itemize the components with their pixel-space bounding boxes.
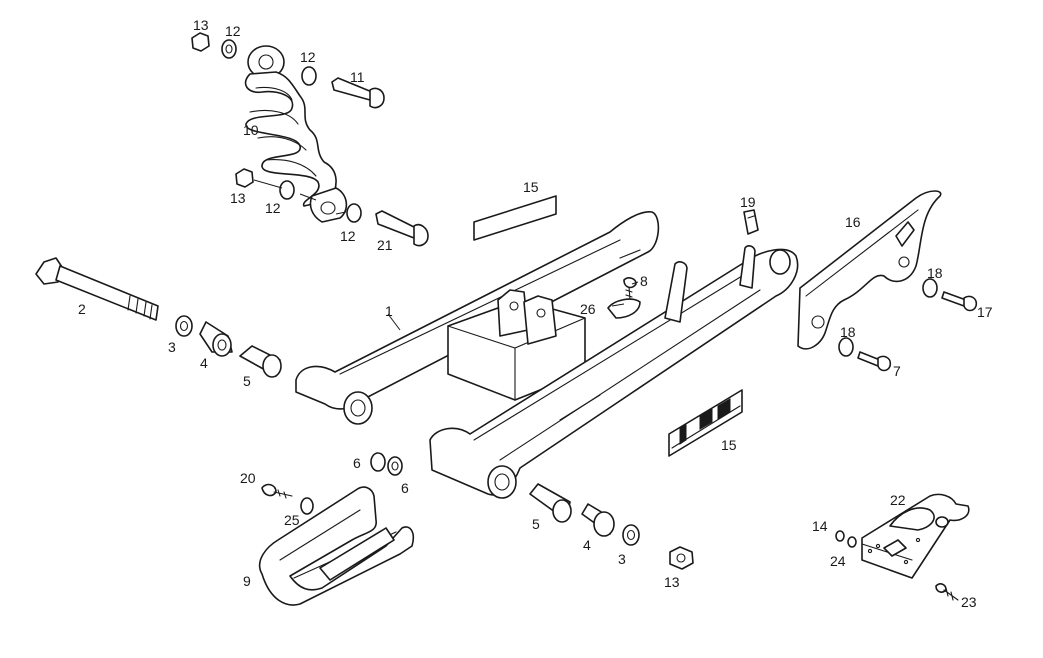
decal-blank (473, 195, 557, 241)
shock-absorber (244, 45, 348, 223)
label-part-2: 2 (78, 301, 86, 317)
label-part-12-d: 12 (340, 228, 356, 244)
label-part-6-a: 6 (353, 455, 361, 471)
label-part-3-left: 3 (168, 339, 176, 355)
label-part-4-left: 4 (200, 355, 208, 371)
chain-slider (258, 486, 415, 606)
label-part-6-b: 6 (401, 480, 409, 496)
pivot-hardware-left (175, 315, 282, 378)
label-part-9: 9 (243, 573, 251, 589)
skid-plate (861, 493, 970, 579)
label-part-13-a: 13 (193, 17, 209, 33)
label-part-20: 20 (240, 470, 256, 486)
swingarm (295, 211, 799, 499)
pivot-hardware-right (370, 452, 694, 570)
label-part-26: 26 (580, 301, 596, 317)
label-part-3-right: 3 (618, 551, 626, 567)
label-part-18-a: 18 (927, 265, 943, 281)
shock-mount-hardware (191, 32, 429, 247)
label-part-13-b: 13 (230, 190, 246, 206)
label-part-24: 24 (830, 553, 846, 569)
label-part-1: 1 (385, 303, 393, 319)
screw-and-cable-clamp (607, 277, 641, 319)
label-part-12-b: 12 (300, 49, 316, 65)
label-part-12-a: 12 (225, 23, 241, 39)
label-part-22: 22 (890, 492, 906, 508)
part-labels: 1 2 3 3 4 4 5 5 6 6 7 8 9 10 11 12 12 12… (78, 17, 993, 610)
label-part-16: 16 (845, 214, 861, 230)
label-part-23: 23 (961, 594, 977, 610)
slider-screw (261, 483, 314, 515)
label-part-19: 19 (740, 194, 756, 210)
label-part-15-top: 15 (523, 179, 539, 195)
decal-logo (668, 389, 743, 457)
label-part-15-right: 15 (721, 437, 737, 453)
label-part-13-c: 13 (664, 574, 680, 590)
leader-lines (253, 179, 639, 331)
label-part-5-left: 5 (243, 373, 251, 389)
guard-bolts (838, 278, 978, 372)
label-part-7: 7 (893, 363, 901, 379)
label-part-5-right: 5 (532, 516, 540, 532)
label-part-4-right: 4 (583, 537, 591, 553)
label-part-10: 10 (243, 122, 259, 138)
axle-bolt (35, 257, 159, 321)
chain-guard (797, 190, 942, 350)
plate-hardware (835, 530, 959, 601)
label-part-17: 17 (977, 304, 993, 320)
label-part-11: 11 (350, 69, 365, 85)
label-part-18-b: 18 (840, 324, 856, 340)
label-part-12-c: 12 (265, 200, 281, 216)
label-part-8: 8 (640, 273, 648, 289)
label-part-25: 25 (284, 512, 300, 528)
label-part-21: 21 (377, 237, 393, 253)
label-part-14: 14 (812, 518, 828, 534)
clip (743, 209, 759, 235)
